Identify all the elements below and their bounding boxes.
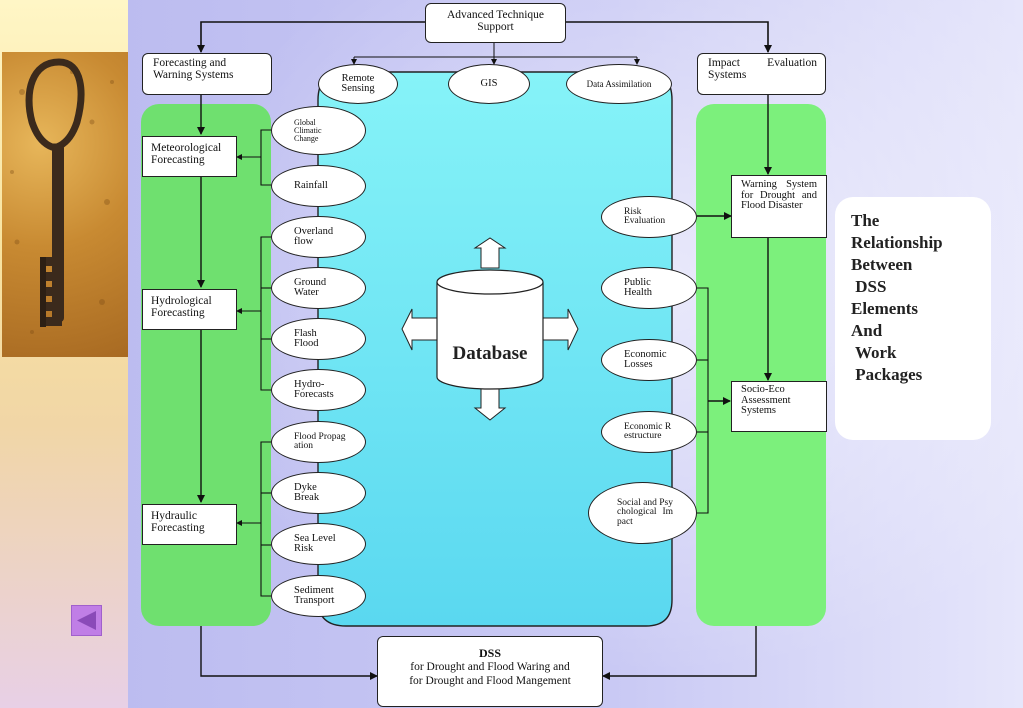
advanced-technique-support-box: Advanced Technique Support <box>425 3 566 43</box>
element-hydro-forecasts: Hydro-Forecasts <box>271 369 366 411</box>
element-sediment-transport: Sediment Transport <box>271 575 366 617</box>
element-sea-level-risk: Sea Level Risk <box>271 523 366 565</box>
tool-data-assimilation: Data Assimilation <box>566 64 672 104</box>
left-green-panel <box>141 104 271 626</box>
dss-line-1: for Drought and Flood Waring and <box>410 661 570 673</box>
forecasting-warning-systems-box: Forecasting and Warning Systems <box>142 53 272 95</box>
element-rainfall: Rainfall <box>271 165 366 207</box>
hydrological-forecasting-box: Hydrological Forecasting <box>142 289 237 330</box>
tool-gis: GIS <box>448 64 530 104</box>
element-public-health: Public Health <box>601 267 697 309</box>
element-risk-evaluation: Risk Evaluation <box>601 196 697 238</box>
element-dyke-break: Dyke Break <box>271 472 366 514</box>
socio-eco-assessment-box: Socio-Eco Assessment Systems <box>731 381 827 432</box>
dss-box: DSS for Drought and Flood Waring and for… <box>377 636 603 707</box>
element-economic-losses: Economic Losses <box>601 339 697 381</box>
dss-line-2: for Drought and Flood Mangement <box>409 675 571 687</box>
meteorological-forecasting-box: Meteorological Forecasting <box>142 136 237 177</box>
impact-evaluation-systems-box: Impact Evaluation Systems <box>697 53 826 95</box>
left-triangle-icon <box>77 611 96 630</box>
element-global-climatic-change: Global Climatic Change <box>271 106 366 155</box>
hydraulic-forecasting-box: Hydraulic Forecasting <box>142 504 237 545</box>
element-flood-propagation: Flood Propagation <box>271 421 366 463</box>
database-icon <box>401 237 579 421</box>
key-icon <box>10 58 114 334</box>
back-button[interactable] <box>71 605 102 636</box>
slide-title: The Relationship Between DSS Elements An… <box>851 211 943 384</box>
element-overland-flow: Overland flow <box>271 216 366 258</box>
tool-remote-sensing: Remote Sensing <box>318 64 398 104</box>
element-social-psychological-impact: Social and Psychological Impact <box>588 482 697 544</box>
antique-key-photo <box>2 52 128 357</box>
title-card <box>835 197 991 440</box>
element-flash-flood: Flash Flood <box>271 318 366 360</box>
database-label: Database <box>452 343 528 364</box>
dss-title: DSS <box>478 646 501 660</box>
warning-system-box: Warning System for Drought and Flood Dis… <box>731 175 827 238</box>
element-economic-restructure: Economic Restructure <box>601 411 697 453</box>
element-ground-water: Ground Water <box>271 267 366 309</box>
